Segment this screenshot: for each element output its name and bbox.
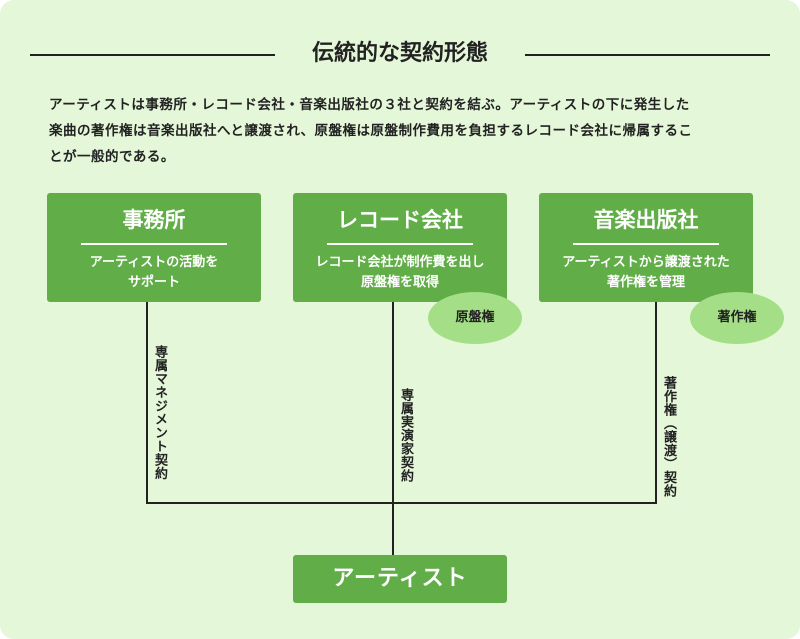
entity-name: 音楽出版社 [593, 208, 699, 232]
title-row: 伝統的な契約形態 [30, 36, 770, 72]
entity-desc-line: アーティストから譲渡された [562, 255, 730, 270]
artist-box: アーティスト [293, 555, 507, 603]
title-rule-right [525, 54, 770, 56]
entity-desc-line: 著作権を管理 [606, 275, 685, 290]
badge-master-rights: 原盤権 [428, 292, 522, 344]
entity-name: レコード会社 [337, 208, 463, 232]
description-line: とが一般的である。 [49, 149, 175, 165]
contract-label-management: 専属マネジメント契約 [152, 345, 167, 480]
contract-label-performer: 専属実演家契約 [398, 388, 413, 483]
entity-desc-line: 原盤権を取得 [360, 275, 439, 290]
entity-desc: レコード会社が制作費を出し 原盤権を取得 [293, 253, 507, 293]
contract-label-copyright: 著作権（譲渡）契約 [661, 376, 676, 498]
title-rule-left [30, 54, 275, 56]
badge-copyright: 著作権 [690, 292, 784, 344]
diagram-title: 伝統的な契約形態 [311, 41, 488, 66]
entity-box-publisher: 音楽出版社 アーティストから譲渡された 著作権を管理 [539, 193, 753, 302]
entity-desc-line: レコード会社が制作費を出し [315, 255, 485, 270]
entity-desc: アーティストの活動を サポート [47, 253, 261, 293]
entity-divider [573, 243, 719, 245]
entity-box-jimusho: 事務所 アーティストの活動を サポート [47, 193, 261, 302]
entity-divider [81, 243, 227, 245]
entity-divider [327, 243, 473, 245]
description: アーティストは事務所・レコード会社・音楽出版社の３社と契約を結ぶ。アーティストの… [49, 92, 753, 170]
entity-desc: アーティストから譲渡された 著作権を管理 [539, 253, 753, 293]
entity-box-record-company: レコード会社 レコード会社が制作費を出し 原盤権を取得 [293, 193, 507, 302]
entity-desc-line: サポート [127, 275, 180, 290]
entity-name: 事務所 [122, 208, 186, 232]
entity-desc-line: アーティストの活動を [89, 255, 219, 270]
description-line: アーティストは事務所・レコード会社・音楽出版社の３社と契約を結ぶ。アーティストの… [49, 97, 690, 113]
description-line: 楽曲の著作権は音楽出版社へと譲渡され、原盤権は原盤制作費用を負担するレコード会社… [49, 123, 693, 139]
